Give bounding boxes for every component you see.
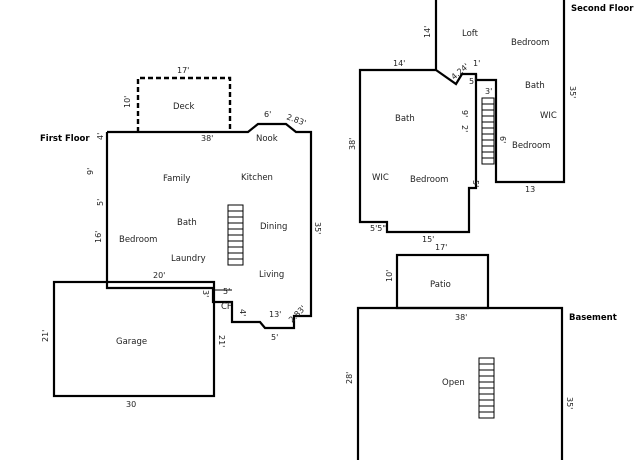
dim-second-small-d: 3' (485, 87, 492, 96)
dim-basement-right: 35' (565, 397, 574, 409)
room-wic-left: WIC (372, 173, 389, 183)
dim-first-top: 38' (201, 134, 213, 143)
room-laundry: Laundry (171, 254, 206, 264)
room-bedroom: Bedroom (119, 235, 157, 245)
room-patio: Patio (430, 280, 451, 290)
basement-stairs (478, 357, 495, 419)
basement-outline (356, 306, 564, 460)
second-floor-left-outline (358, 0, 478, 234)
dim-first-bottom-diag: 2.83' (287, 304, 308, 325)
dim-second-small-a: 1' (473, 59, 480, 68)
dim-garage-right: 21' (217, 335, 226, 347)
room-bedroom-second-left: Bedroom (410, 175, 448, 185)
dim-cf-right: 4' (238, 309, 247, 316)
first-floor-label: First Floor (40, 134, 90, 144)
room-bath-second-left: Bath (395, 114, 415, 124)
room-nook: Nook (256, 134, 278, 144)
dim-nook-top: 6' (264, 110, 271, 119)
room-dining: Dining (260, 222, 287, 232)
dim-second-stair-left: 9' (460, 110, 469, 117)
room-bath: Bath (177, 218, 197, 228)
cf-outline (213, 301, 233, 320)
dim-first-left-mid: 5' (96, 199, 105, 206)
room-living: Living (259, 270, 284, 280)
dim-second-bottom-left: 15' (422, 235, 434, 244)
dim-first-left-lower: 16' (94, 231, 103, 243)
dim-second-mid-vertical: 5' (471, 180, 480, 187)
second-floor-label: Second Floor (571, 4, 634, 14)
dim-second-top-vertical: 14' (423, 26, 432, 38)
room-loft: Loft (462, 29, 479, 39)
dim-first-bottom-small: 5' (271, 333, 278, 342)
second-floor-right-outline (474, 0, 566, 184)
basement-label: Basement (569, 313, 617, 323)
dim-second-stair-small: 2' (460, 125, 469, 132)
dim-first-right: 35' (313, 222, 322, 234)
dim-second-left-height: 38' (348, 138, 357, 150)
second-floor-stairs (481, 97, 495, 165)
first-floor-stairs (227, 204, 244, 266)
room-open: Open (442, 378, 465, 388)
dim-first-left-top: 4' (96, 133, 105, 140)
dim-patio-width: 17' (435, 243, 447, 252)
dim-second-stair-right: 6' (498, 136, 507, 143)
dim-cf-left: 3' (201, 290, 210, 297)
dim-second-bottom-small: 5'5" (370, 224, 386, 233)
dim-first-inner: 20' (153, 271, 165, 280)
dim-deck-depth: 10' (123, 96, 132, 108)
dim-garage-bottom: 30 (126, 400, 136, 409)
dim-second-left-top: 14' (393, 59, 405, 68)
room-kitchen: Kitchen (241, 173, 273, 183)
deck-outline (136, 76, 232, 132)
room-family: Family (163, 174, 190, 184)
room-bath-second-right: Bath (525, 81, 545, 91)
dim-basement-top: 38' (455, 313, 467, 322)
dim-cf-top: 5' (223, 287, 230, 296)
dim-second-bottom-right: 13 (525, 185, 535, 194)
dim-second-small-c: 5' (469, 77, 476, 86)
dim-patio-depth: 10' (385, 270, 394, 282)
room-deck: Deck (173, 102, 194, 112)
dim-second-right-edge: 35' (568, 86, 577, 98)
room-garage: Garage (116, 337, 147, 347)
garage-outline (52, 280, 216, 398)
room-wic-right: WIC (540, 111, 557, 121)
room-bedroom-loft: Bedroom (511, 38, 549, 48)
room-bedroom-second-right: Bedroom (512, 141, 550, 151)
dim-basement-left: 28' (345, 372, 354, 384)
dim-deck-width: 17' (177, 66, 189, 75)
dim-first-bottom: 13' (269, 310, 281, 319)
dim-garage-left: 21' (41, 330, 50, 342)
room-cf: CF (221, 302, 232, 312)
dim-first-left-upper: 9' (86, 168, 95, 175)
